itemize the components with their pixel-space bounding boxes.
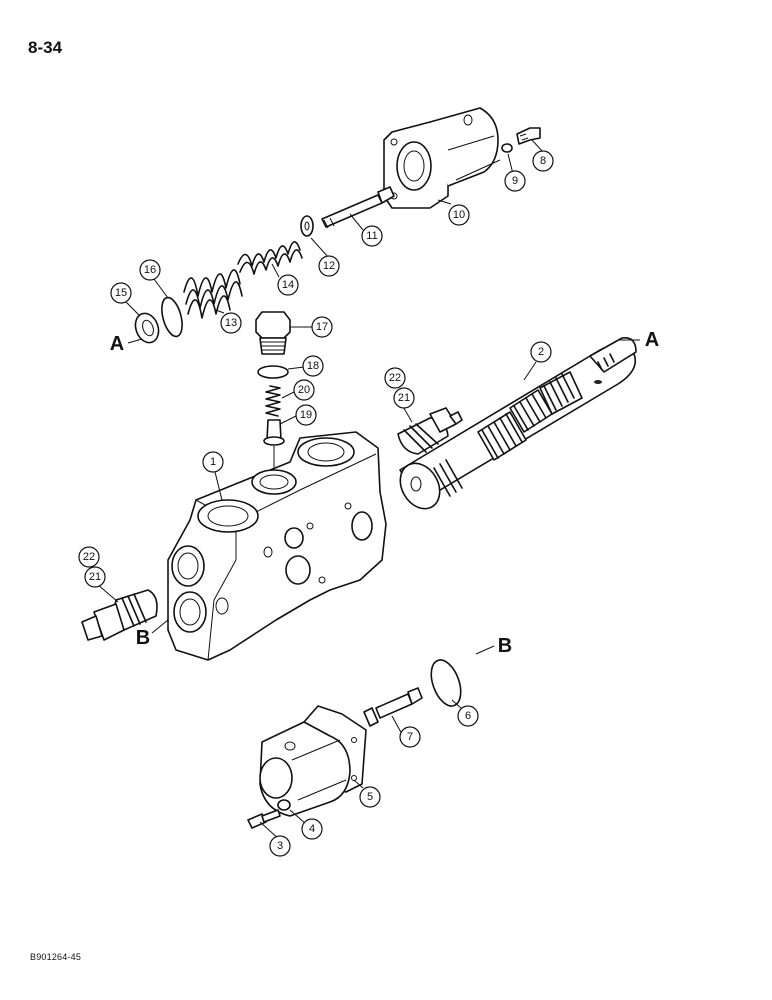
callout-7: 7 — [399, 726, 421, 748]
callout-1: 1 — [202, 451, 224, 473]
check-poppet — [263, 419, 285, 470]
ref-letter-b-left: B — [136, 627, 150, 649]
callout-21-upper: 21 — [393, 387, 415, 409]
callout-5: 5 — [359, 786, 381, 808]
callout-19: 19 — [295, 404, 317, 426]
callout-label: 1 — [210, 456, 216, 468]
lock-washer-upper — [501, 143, 513, 153]
callout-9: 9 — [504, 170, 526, 192]
callout-label: 21 — [398, 392, 410, 404]
callout-label: 6 — [465, 710, 471, 722]
callout-8: 8 — [532, 150, 554, 172]
cap-screw-lower — [247, 809, 281, 829]
callout-4: 4 — [301, 818, 323, 840]
callout-21-lower: 21 — [84, 566, 106, 588]
o-ring-upper — [161, 296, 183, 338]
callout-label: 8 — [540, 155, 546, 167]
o-ring-lower — [430, 659, 462, 707]
callout-15: 15 — [110, 282, 132, 304]
ref-letter-b-right: B — [498, 635, 512, 657]
ref-letter-a-right: A — [645, 329, 659, 351]
spool-cap-upper — [383, 107, 501, 209]
callout-label: 12 — [323, 260, 335, 272]
page-number: 8-34 — [28, 38, 63, 57]
seal-upper — [134, 312, 160, 344]
callout-13: 13 — [220, 312, 242, 334]
callout-6: 6 — [457, 705, 479, 727]
figure-code: B901264-45 — [30, 952, 82, 962]
leader-lines — [96, 139, 640, 841]
callout-label: 10 — [453, 209, 465, 221]
callout-label: 2 — [538, 346, 544, 358]
cap-screw-upper — [516, 127, 541, 145]
callout-2: 2 — [530, 341, 552, 363]
plug — [255, 311, 291, 355]
callout-label: 14 — [282, 279, 294, 291]
callout-3: 3 — [269, 835, 291, 857]
spool-bolt-upper — [321, 186, 395, 229]
valve-section-body — [167, 431, 387, 661]
check-spring — [265, 385, 281, 417]
callout-22-lower: 22 — [78, 546, 100, 568]
relief-valve-upper — [397, 407, 463, 455]
spring-inner — [237, 241, 303, 275]
spool-cap-lower — [259, 705, 367, 817]
lock-washer-lower — [277, 799, 291, 811]
callout-label: 17 — [316, 321, 328, 333]
callout-label: 11 — [366, 230, 377, 242]
callout-14: 14 — [277, 274, 299, 296]
ref-letter-a-left: A — [110, 333, 124, 355]
callout-17: 17 — [311, 316, 333, 338]
callout-18: 18 — [302, 355, 324, 377]
callout-11: 11 — [361, 225, 383, 247]
washer-upper — [300, 215, 314, 237]
callout-label: 20 — [298, 384, 310, 396]
callout-label: 22 — [389, 372, 401, 384]
callout-label: 9 — [512, 175, 518, 187]
callout-22-upper: 22 — [384, 367, 406, 389]
o-ring-plug — [257, 365, 289, 379]
callout-10: 10 — [448, 204, 470, 226]
callout-20: 20 — [293, 379, 315, 401]
relief-valve-lower — [81, 589, 158, 641]
callout-label: 3 — [277, 840, 283, 852]
callout-label: 4 — [309, 823, 315, 835]
callout-label: 7 — [407, 731, 413, 743]
callout-label: 16 — [144, 264, 156, 276]
callout-label: 15 — [115, 287, 127, 299]
callout-label: 19 — [300, 409, 312, 421]
callout-label: 21 — [89, 571, 101, 583]
callout-label: 18 — [307, 360, 319, 372]
spool-bolt-lower — [363, 687, 423, 727]
spring-outer — [183, 269, 243, 319]
valve-spool — [399, 336, 637, 510]
callout-label: 22 — [83, 551, 95, 563]
callout-label: 13 — [225, 317, 237, 329]
callout-16: 16 — [139, 259, 161, 281]
callout-label: 5 — [367, 791, 373, 803]
callout-12: 12 — [318, 255, 340, 277]
